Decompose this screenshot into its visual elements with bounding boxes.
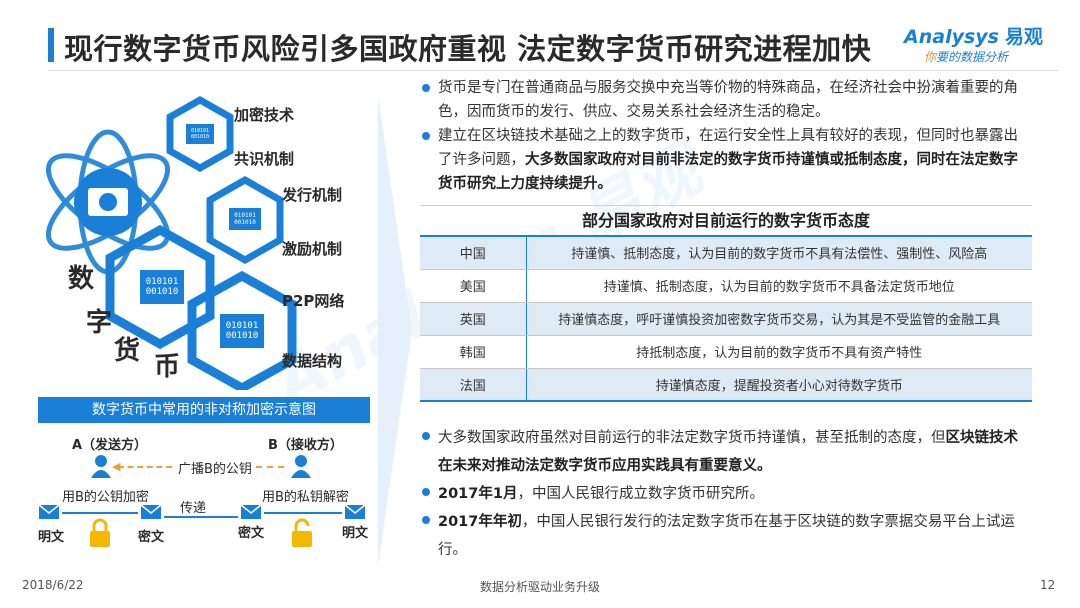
flow-arrow-shape	[378, 96, 412, 566]
intro-bullets: 货币是专门在普通商品与服务交换中充当等价物的特殊商品，在经济社会中扮演着重要的角…	[420, 76, 1020, 196]
table-row: 英国持谨慎态度，呼吁谨慎投资加密数字货币交易，认为其是不受监管的金融工具	[420, 302, 1032, 336]
broadcast-line	[118, 466, 172, 468]
plaintext-label-2: 明文	[342, 526, 369, 541]
char-bi: 币	[154, 352, 181, 382]
title-divider	[48, 70, 1058, 71]
table-row: 美国持谨慎、抵制态度，认为目前的数字货币不具备法定货币地位	[420, 269, 1032, 303]
table-row: 法国持谨慎态度，提醒投资者小心对待数字货币	[420, 368, 1032, 402]
country-cell: 中国	[420, 235, 527, 270]
char-huo: 货	[114, 336, 141, 366]
decrypt-label: 用B的私钥解密	[262, 490, 349, 505]
arrow-left-icon: ◀	[112, 460, 121, 473]
label-issuance: 发行机制	[282, 186, 343, 204]
label-p2p: P2P网络	[282, 292, 345, 310]
ciphertext-label-1: 密文	[138, 530, 165, 545]
bullet-item: 2017年1月，中国人民银行成立数字货币研究所。	[420, 480, 1020, 508]
country-cell: 美国	[420, 269, 527, 303]
footer-date: 2018/6/22	[22, 578, 84, 592]
attitude-cell: 持谨慎态度，提醒投资者小心对待数字货币	[526, 368, 1032, 402]
hex-currency-left	[105, 224, 215, 350]
ciphertext-label-2: 密文	[238, 526, 265, 541]
hexagon-graphic: 0101010010100101010010100101010010100101…	[45, 95, 297, 394]
lock-icon-closed	[90, 518, 110, 547]
char-zi: 字	[86, 308, 113, 338]
envelope-icon-4	[344, 504, 366, 519]
bullet-item: 2017年年初，中国人民银行发行的法定数字货币在基于区块链的数字票据交易平台上试…	[420, 508, 1020, 564]
encryption-diagram-title: 数字货币中常用的非对称加密示意图	[38, 397, 370, 423]
user-icon-a	[91, 455, 111, 478]
country-cell: 法国	[420, 368, 527, 402]
label-data-structure: 数据结构	[282, 352, 343, 370]
attitude-cell: 持谨慎态度，呼吁谨慎投资加密数字货币交易，认为其是不受监管的金融工具	[526, 302, 1032, 336]
envelope-icon-2	[140, 504, 162, 519]
hex-issue	[206, 175, 284, 265]
binary-text: 001010	[146, 287, 179, 297]
label-crypto: 加密技术	[234, 106, 295, 124]
plaintext-label-1: 明文	[38, 530, 65, 545]
table-title: 部分国家政府对目前运行的数字货币态度	[420, 205, 1032, 235]
attitude-cell: 持谨慎、抵制态度，认为目前的数字货币不具有法偿性、强制性、风险高	[526, 235, 1032, 270]
label-incentive: 激励机制	[282, 240, 343, 258]
decrypt-flow-line	[264, 512, 342, 514]
logo-slogan: 你要的数据分析	[924, 50, 1009, 64]
page-number: 12	[1040, 578, 1056, 592]
binary-text: 001010	[234, 219, 256, 226]
envelope-icon-1	[38, 504, 60, 519]
footer-slogan: 数据分析驱动业务升级	[480, 580, 601, 594]
attitude-table: 部分国家政府对目前运行的数字货币态度 中国持谨慎、抵制态度，认为目前的数字货币不…	[420, 205, 1032, 402]
broadcast-label: 广播B的公钥	[178, 462, 252, 477]
country-cell: 英国	[420, 302, 527, 336]
broadcast-line-right	[256, 466, 284, 468]
binary-text: 010101	[191, 128, 209, 134]
user-icon-b	[291, 455, 311, 478]
binary-text: 001010	[191, 134, 209, 140]
hex-currency-right	[187, 270, 297, 394]
attitude-cell: 持谨慎、抵制态度，认为目前的数字货币不具备法定货币地位	[526, 269, 1032, 303]
envelope-icon-3	[240, 504, 262, 519]
country-cell: 韩国	[420, 335, 527, 369]
table-row: 中国持谨慎、抵制态度，认为目前的数字货币不具有法偿性、强制性、风险高	[420, 235, 1032, 270]
binary-text: 010101	[146, 277, 179, 287]
label-consensus: 共识机制	[234, 150, 295, 168]
lock-icon-open	[292, 518, 312, 547]
bullet-item: 货币是专门在普通商品与服务交换中充当等价物的特殊商品，在经济社会中扮演着重要的角…	[420, 76, 1020, 124]
transmit-label: 传递	[180, 501, 207, 516]
bullet-item: 建立在区块链技术基础之上的数字货币，在运行安全性上具有较好的表现，但同时也暴露出…	[420, 124, 1020, 196]
bullet-item: 大多数国家政府虽然对目前运行的非法定数字货币持谨慎，甚至抵制的态度，但区块链技术…	[420, 424, 1020, 480]
table-row: 韩国持抵制态度，认为目前的数字货币不具有资产特性	[420, 335, 1032, 369]
encrypt-flow-line	[62, 512, 138, 514]
binary-text: 001010	[226, 331, 259, 341]
title-accent-bar	[48, 28, 54, 62]
party-b-label: B（接收方）	[268, 438, 343, 453]
encrypt-label: 用B的公钥加密	[62, 490, 149, 505]
binary-text: 010101	[234, 212, 256, 219]
hex-crypto	[166, 95, 234, 173]
page-title: 现行数字货币风险引多国政府重视 法定数字货币研究进程加快	[64, 32, 872, 66]
conclusion-bullets: 大多数国家政府虽然对目前运行的非法定数字货币持谨慎，甚至抵制的态度，但区块链技术…	[420, 424, 1020, 564]
binary-text: 010101	[226, 321, 259, 331]
attitude-cell: 持抵制态度，认为目前的数字货币不具有资产特性	[526, 335, 1032, 369]
char-shu: 数	[68, 264, 95, 294]
transmit-flow-line	[164, 516, 238, 518]
party-a-label: A（发送方）	[72, 438, 148, 453]
